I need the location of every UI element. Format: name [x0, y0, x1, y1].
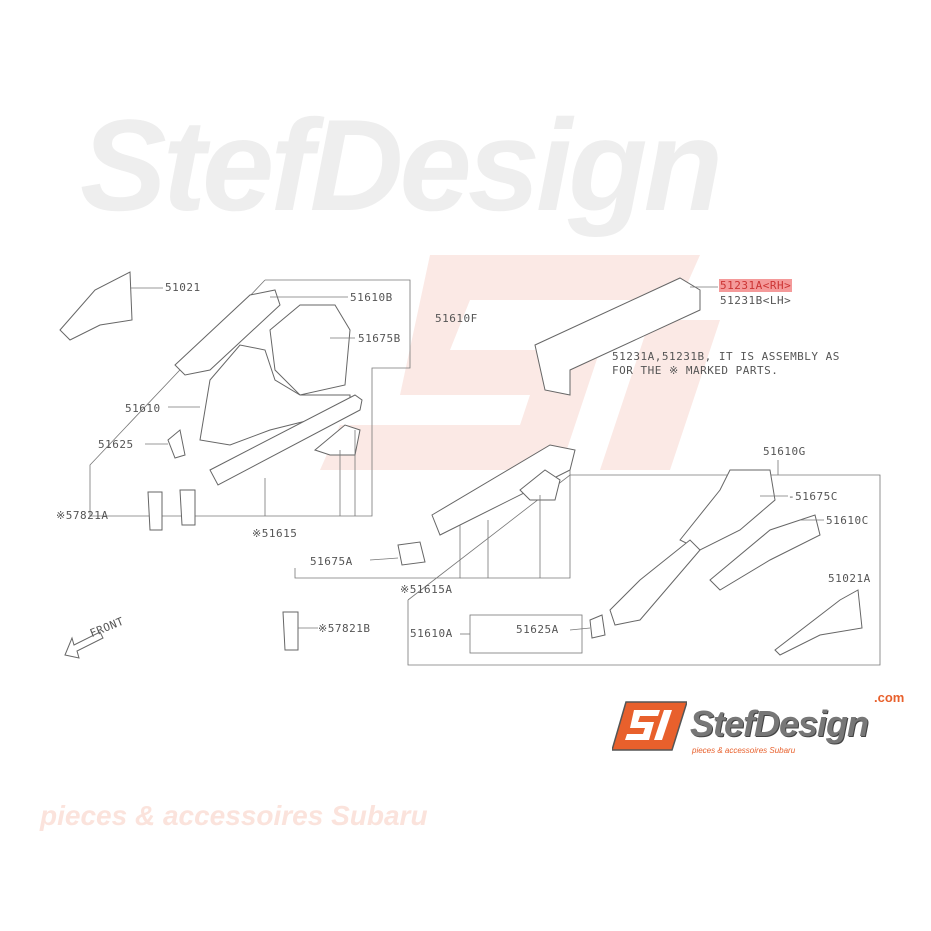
label-51610F[interactable]: 51610F: [435, 312, 478, 325]
part-51615: [209, 394, 363, 486]
front-arrow-icon: [64, 631, 104, 659]
part-51675C-assembly: [679, 469, 776, 551]
part-51675A: [397, 541, 426, 566]
label-51610B[interactable]: 51610B: [350, 291, 393, 304]
part-51625A: [589, 614, 606, 639]
label-51615[interactable]: ※51615: [252, 527, 298, 540]
note-line-1: 51231A,51231B, IT IS ASSEMBLY AS: [612, 350, 840, 363]
logo-domain: .com: [874, 690, 905, 705]
watermark-brand: StefDesign: [80, 92, 723, 238]
label-51610C[interactable]: 51610C: [826, 514, 869, 527]
part-57821B: [282, 611, 299, 651]
part-51675B: [269, 304, 351, 396]
part-51615A: [431, 444, 576, 536]
label-51231B[interactable]: 51231B<LH>: [720, 294, 792, 307]
label-51625A[interactable]: 51625A: [516, 623, 559, 636]
label-51675A[interactable]: 51675A: [310, 555, 353, 568]
part-51610C: [709, 514, 821, 591]
label-57821A[interactable]: ※57821A: [56, 509, 109, 522]
group-box-51610F: [89, 279, 411, 517]
label-51675B[interactable]: 51675B: [358, 332, 401, 345]
part-51625: [167, 429, 186, 459]
logo-tagline: pieces & accessoires Subaru: [692, 746, 796, 755]
stefdesign-logo: StefDesign .com pieces & accessoires Sub…: [612, 690, 930, 760]
part-51021A: [774, 589, 863, 656]
part-51615A-bracket: [519, 469, 561, 501]
label-51231A-highlighted[interactable]: 51231A<RH>: [719, 279, 793, 292]
logo-brand: StefDesign: [690, 703, 869, 744]
part-51610A: [609, 539, 701, 626]
label-51610G[interactable]: 51610G: [763, 445, 806, 458]
part-51615-bracket: [313, 424, 361, 456]
note-line-2: FOR THE ※ MARKED PARTS.: [612, 364, 779, 377]
part-51610: [199, 344, 351, 446]
watermark-tagline: pieces & accessoires Subaru: [40, 800, 428, 831]
label-51021A[interactable]: 51021A: [828, 572, 871, 585]
part-51610B: [174, 289, 281, 376]
label-51625[interactable]: 51625: [98, 438, 134, 451]
part-57821A-2: [179, 489, 196, 526]
part-57821A-1: [147, 491, 163, 531]
label-51675C[interactable]: -51675C: [788, 490, 838, 503]
part-51231: [534, 277, 701, 396]
label-51021[interactable]: 51021: [165, 281, 201, 294]
label-51610A[interactable]: 51610A: [410, 627, 453, 640]
label-51610[interactable]: 51610: [125, 402, 161, 415]
part-51021: [59, 271, 133, 341]
label-51615A[interactable]: ※51615A: [400, 583, 453, 596]
sj-logo-icon: [612, 701, 687, 751]
label-57821B[interactable]: ※57821B: [318, 622, 371, 635]
